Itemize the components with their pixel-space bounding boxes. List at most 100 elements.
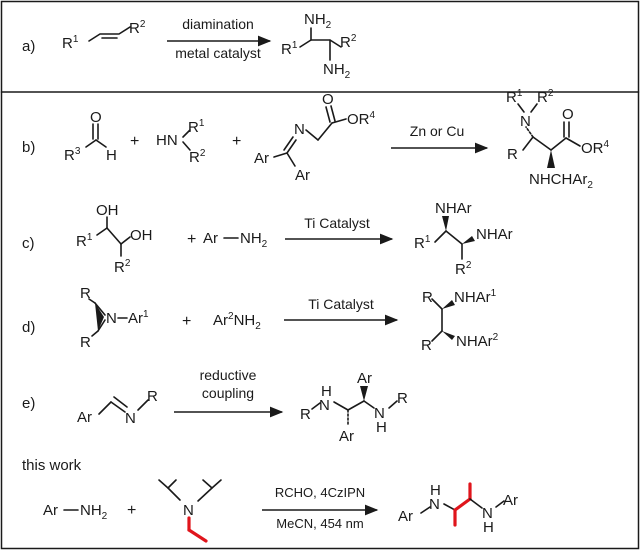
imine-ar-1: Ar (254, 150, 269, 167)
isopropyl-left (158, 479, 177, 489)
product-e-ar-top: Ar (357, 370, 372, 387)
arrow-label-d: Ti Catalyst (308, 296, 374, 312)
product-c-wedge-1 (442, 216, 449, 231)
product-a-nh2-top: NH2 (304, 11, 332, 31)
diamine-product-this-work: Ar N H N H Ar (398, 482, 518, 536)
product-d-wedge-1 (442, 300, 455, 309)
imine-ar1-bond (273, 152, 288, 158)
product-e-n-right: N (374, 405, 385, 422)
product-c-backbone-bond (445, 230, 463, 245)
product-c-r1: R1 (414, 234, 431, 252)
product-tw-ar-left: Ar (398, 508, 413, 525)
plus-this-work: + (127, 502, 136, 519)
product-b-n: N (520, 113, 531, 130)
product-c-wedge-2 (462, 236, 475, 244)
arrow-label-e-1: reductive (200, 367, 257, 383)
this-work-heading: this work (22, 457, 82, 474)
aziridine-ring (95, 303, 104, 331)
arrow-label-above-a: diamination (182, 16, 254, 32)
aniline-tw-ar: Ar (43, 502, 58, 519)
ester-c-o-bond-2 (330, 105, 336, 122)
imine-e-nr-bond (137, 399, 149, 411)
aziridine-r-bottom: R (80, 334, 91, 351)
product-b-r: R (507, 146, 518, 163)
imine-e-cn-bond-2 (113, 396, 128, 408)
aldehyde-h: H (106, 147, 117, 164)
plus-c: + (187, 231, 196, 248)
product-tw-h-right: H (483, 519, 494, 536)
row-this-work: this work Ar NH2 + N RCHO, 4CzIPN MeCN, … (22, 457, 518, 543)
isopropyl-left-to-n (167, 487, 181, 501)
arrow-label-c: Ti Catalyst (304, 215, 370, 231)
product-e-ar-bottom: Ar (339, 428, 354, 445)
product-b-wedge-bond (547, 150, 555, 168)
product-b-ester-bond (565, 137, 581, 147)
product-d-wedge-2 (442, 331, 455, 340)
product-tw-ar-right: Ar (503, 492, 518, 509)
aminoester-product-b: N R1 R2 R O OR4 NHCHAr2 (506, 88, 610, 191)
product-a-r2: R2 (340, 33, 357, 51)
product-e-c-n-bond (363, 400, 375, 409)
arrow-label-below-this-work: MeCN, 454 nm (276, 516, 363, 531)
amine-r2: R2 (189, 148, 206, 166)
imine-ar2-bond (286, 152, 296, 167)
product-tw-n-left: N (429, 496, 440, 513)
arrow-label-above-this-work: RCHO, 4CzIPN (275, 485, 365, 500)
arrow-label-below-a: metal catalyst (175, 45, 261, 61)
plus-d: + (182, 313, 191, 330)
product-c-r2: R2 (455, 260, 472, 278)
aldehyde-reactant: O R3 H (64, 109, 117, 164)
imine-e-ar-bond (98, 401, 112, 415)
product-c-nhar-2: NHAr (476, 226, 513, 243)
diisopropylethylamine-reactant: N (158, 479, 222, 543)
red-cc-bond (453, 497, 472, 512)
imine-e-ar: Ar (77, 409, 92, 426)
red-ethyl-bond (187, 528, 208, 543)
row-d: d) R R N Ar1 + Ar2NH2 Ti Catalyst R R (22, 285, 499, 354)
product-e-r-n-bond (311, 402, 321, 410)
product-b-or4: OR4 (581, 139, 610, 157)
product-d-r-bottom: R (421, 337, 432, 354)
imine-c-n-bond-2 (283, 136, 294, 151)
aldehyde-h-bond (95, 139, 107, 148)
imine-e-n: N (125, 410, 136, 427)
diol-r1-bond (96, 227, 108, 236)
diol-reactant: OH OH R1 R2 (76, 202, 153, 276)
diamine-product-c: NHAr NHAr R1 R2 (414, 200, 513, 278)
aziridine-cn-bond-1 (94, 302, 106, 316)
imine-o: O (322, 91, 334, 108)
imine-ch2-co-bond (317, 122, 333, 141)
diamine-product-d: R R NHAr1 NHAr2 (421, 288, 499, 354)
product-e-wedge-ar (360, 386, 368, 401)
aniline-c-ar: Ar (203, 230, 218, 247)
isopropyl-right-to-n (197, 487, 213, 502)
row-b: b) O R3 H + HN R1 R2 + (22, 88, 610, 191)
product-b-n-r1-bond (517, 103, 525, 113)
product-tw-ar-n-bond (420, 506, 431, 514)
aziridine-n: N (106, 310, 117, 327)
aziridine-r-top: R (80, 285, 91, 302)
amine-r1: R1 (188, 118, 205, 136)
diamine-product-a: NH2 NH2 R1 R2 (281, 11, 357, 81)
product-e-h-right: H (376, 419, 387, 436)
row-label-b: b) (22, 139, 35, 156)
imine-ar-2: Ar (295, 167, 310, 184)
product-d-r-bottom-bond (431, 330, 443, 342)
product-tw-n-ar-bond (495, 500, 505, 508)
product-tw-n-right: N (482, 505, 493, 522)
alkene-r2: R2 (129, 19, 146, 37)
product-c-nhar-1: NHAr (435, 200, 472, 217)
product-b-dashed-n-bond (525, 126, 534, 138)
diol-r2: R2 (114, 258, 131, 276)
row-label-c: c) (22, 235, 35, 252)
product-e-r-right: R (397, 390, 408, 407)
imine-n-ch2-bond (305, 129, 319, 141)
aniline-reactant-c: Ar NH2 (203, 230, 268, 250)
imine-or4: OR4 (347, 110, 376, 128)
aziridine-cn-bond-2 (97, 319, 106, 332)
imine-e-cn-bond-1 (110, 401, 126, 413)
row-c: c) OH OH R1 R2 + Ar NH2 Ti Catalyst (22, 200, 513, 278)
diamine-product-e: R N H Ar Ar N H R (300, 370, 408, 445)
